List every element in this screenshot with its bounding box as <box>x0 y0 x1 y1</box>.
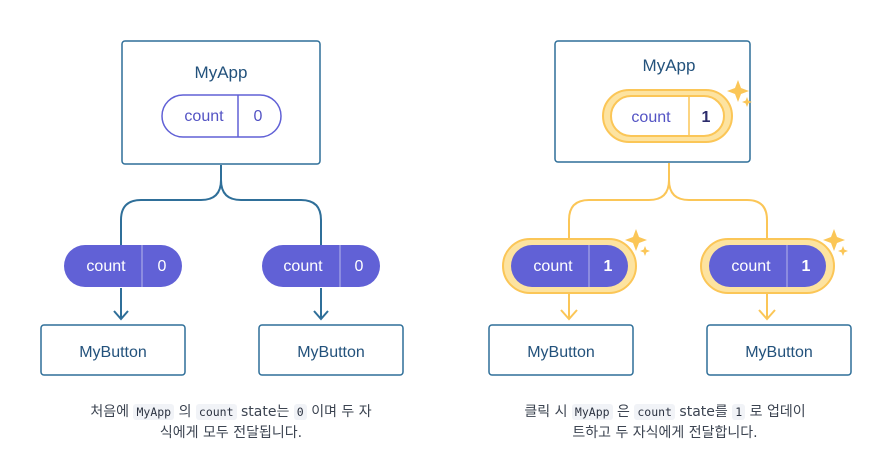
right-child-1-prop-value: 1 <box>604 258 613 275</box>
left-child-2-prop-label: count <box>283 258 323 275</box>
right-caption-line-2: 트하고 두 자식에게 전달합니다. <box>572 425 758 441</box>
left-caption-text-c: state는 <box>240 404 290 420</box>
right-child-1-prop-label: count <box>533 258 573 275</box>
right-child-2-sparkle-icon <box>823 229 848 256</box>
left-child-2-box <box>258 324 404 376</box>
right-child-1-sparkle-icon <box>625 229 650 256</box>
left-child-1: count 0 MyButton <box>40 245 186 376</box>
left-caption-code-zero: 0 <box>293 404 307 420</box>
left-child-1-prop-value: 0 <box>158 258 167 275</box>
left-child-2-name: MyButton <box>297 344 365 361</box>
left-state-label: count <box>184 108 224 125</box>
left-child-2: count 0 MyButton <box>258 245 404 376</box>
right-child-1-name: MyButton <box>527 344 595 361</box>
right-diagram: MyApp count 1 count 1 <box>488 40 852 376</box>
right-child-1-prop-pill: count 1 <box>502 238 637 294</box>
right-state-value: 1 <box>702 109 711 126</box>
right-child-1: count 1 MyButton <box>488 229 650 376</box>
right-caption-text-c: state를 <box>679 404 728 420</box>
right-child-1-box <box>488 324 634 376</box>
right-myapp-title: MyApp <box>643 56 696 75</box>
left-child-2-prop-pill: count 0 <box>262 245 380 287</box>
left-child-1-name: MyButton <box>79 344 147 361</box>
right-child-2-box <box>706 324 852 376</box>
right-caption-text-a: 클릭 시 <box>524 404 568 420</box>
right-count-state-pill: count 1 <box>602 89 733 143</box>
right-parent-sparkle-icon <box>727 80 752 107</box>
right-caption: 클릭 시 MyApp 은 count state를 1 로 업데이 트하고 두 … <box>455 402 875 444</box>
state-sharing-diagram: MyApp count 0 count 0 MyButton <box>40 40 852 376</box>
left-caption-code-myapp: MyApp <box>133 404 175 420</box>
left-diagram: MyApp count 0 count 0 MyButton <box>40 40 404 376</box>
right-child-2-prop-label: count <box>731 258 771 275</box>
right-caption-line-1: 클릭 시 MyApp 은 count state를 1 로 업데이 <box>455 402 875 423</box>
left-count-state-pill: count 0 <box>161 94 282 138</box>
left-child-1-box <box>40 324 186 376</box>
right-child-2-prop-pill: count 1 <box>700 238 835 294</box>
right-caption-code-myapp: MyApp <box>571 404 613 420</box>
right-connector-lines <box>560 163 776 321</box>
left-child-1-prop-label: count <box>86 258 126 275</box>
left-state-value: 0 <box>254 108 263 125</box>
left-caption-text-a: 처음에 <box>90 404 130 420</box>
right-child-2-name: MyButton <box>745 344 813 361</box>
left-caption: 처음에 MyApp 의 count state는 0 이며 두 자 식에게 모두… <box>21 402 441 444</box>
left-caption-line-2: 식에게 모두 전달됩니다. <box>159 425 303 441</box>
left-caption-line-1: 처음에 MyApp 의 count state는 0 이며 두 자 <box>21 402 441 423</box>
left-caption-code-count: count <box>195 404 237 420</box>
left-caption-text-d: 이며 두 자 <box>311 404 372 420</box>
right-child-2: count 1 MyButton <box>700 229 852 376</box>
left-child-2-prop-value: 0 <box>355 258 364 275</box>
left-connector-lines <box>113 165 329 321</box>
left-myapp-node: MyApp count 0 <box>121 40 321 165</box>
right-caption-text-d: 로 업데이 <box>749 404 806 420</box>
right-myapp-node: MyApp count 1 <box>554 40 752 163</box>
left-myapp-title: MyApp <box>195 63 248 82</box>
right-state-label: count <box>631 109 671 126</box>
right-caption-text-b: 은 <box>617 404 630 420</box>
left-child-1-prop-pill: count 0 <box>64 245 182 287</box>
right-caption-code-one: 1 <box>732 404 746 420</box>
right-child-2-prop-value: 1 <box>802 258 811 275</box>
right-caption-code-count: count <box>634 404 675 420</box>
left-caption-text-b: 의 <box>178 404 192 420</box>
